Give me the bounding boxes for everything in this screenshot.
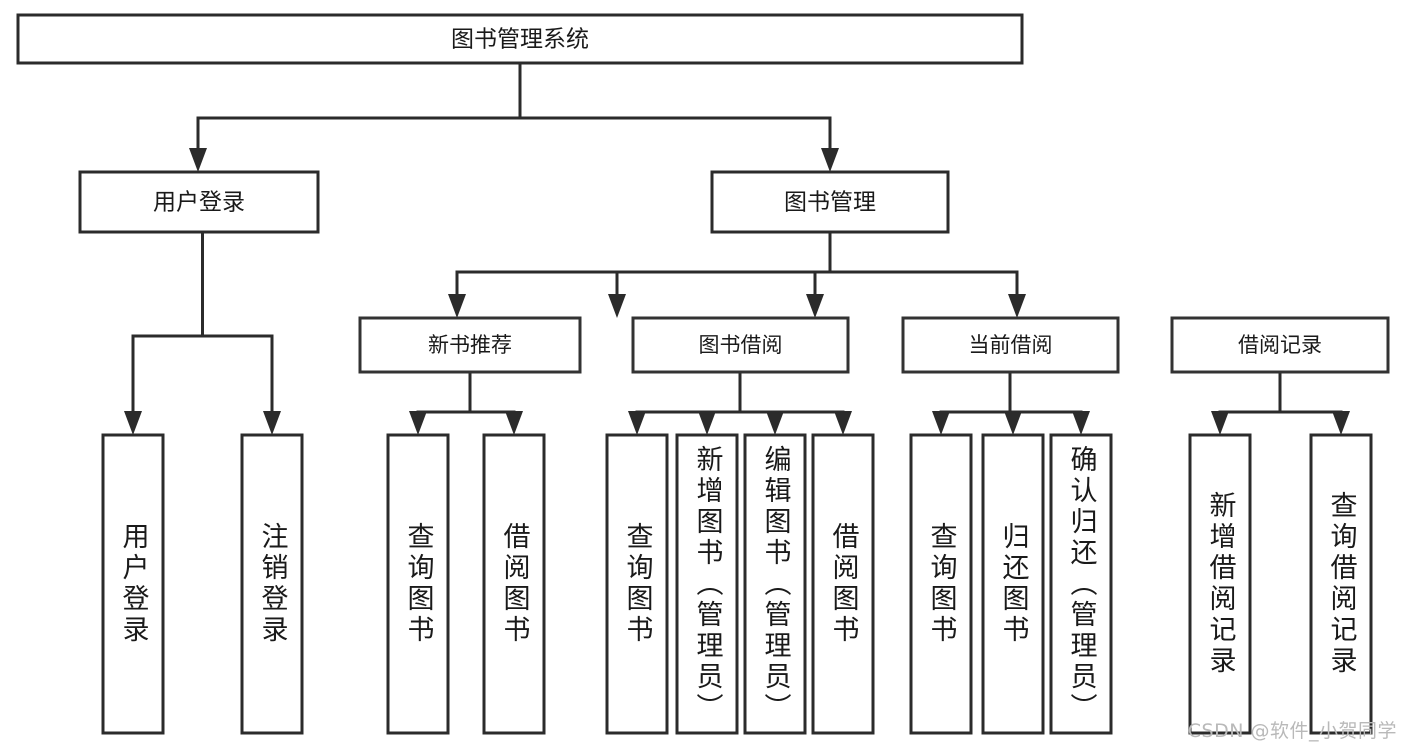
label-book-manage: 图书管理 — [784, 190, 876, 216]
user-login-branch-0-head — [124, 411, 142, 435]
group-1-branch-2-head — [766, 411, 784, 435]
group-2-branch-0-head — [932, 411, 950, 435]
box-leaf-borrow-book-1[interactable] — [482, 433, 546, 735]
book-manage-branch-2-head — [806, 294, 824, 318]
group-1-branch-1-head — [698, 411, 716, 435]
label-book-borrow: 图书借阅 — [699, 333, 783, 357]
box-leaf-borrow-book-2[interactable] — [811, 433, 875, 735]
box-borrow-record[interactable] — [1170, 316, 1390, 374]
group-3-branch-0-head — [1211, 411, 1229, 435]
box-leaf-query-book-3[interactable] — [909, 433, 973, 735]
box-leaf-query-book-1[interactable] — [386, 433, 450, 735]
group-3-branch-1-head — [1332, 411, 1350, 435]
book-manage-branch-3-head — [1008, 294, 1026, 318]
box-leaf-return-book[interactable] — [981, 433, 1045, 735]
label-current-borrow: 当前借阅 — [969, 333, 1053, 357]
connector-layer — [124, 61, 1350, 435]
box-root[interactable] — [16, 13, 1024, 65]
csdn-watermark: CSDN @软件_小贺同学 — [1187, 720, 1397, 742]
label-user-login: 用户登录 — [153, 190, 245, 216]
box-leaf-add-record[interactable] — [1188, 433, 1252, 735]
label-root: 图书管理系统 — [451, 27, 589, 53]
box-leaf-query-record[interactable] — [1309, 433, 1373, 735]
group-0-branch-1-head — [505, 411, 523, 435]
group-1-branch-0-head — [628, 411, 646, 435]
box-leaf-confirm-return[interactable] — [1049, 433, 1113, 735]
box-new-book-recommend[interactable] — [358, 316, 582, 374]
box-leaf-logout[interactable] — [240, 433, 304, 735]
box-leaf-add-book[interactable] — [675, 433, 739, 735]
group-0-branch-0-head — [409, 411, 427, 435]
root-branch-0-head — [189, 148, 207, 172]
box-book-borrow[interactable] — [631, 316, 850, 374]
book-manage-branch-0-head — [448, 294, 466, 318]
box-leaf-query-book-2[interactable] — [605, 433, 669, 735]
box-current-borrow[interactable] — [901, 316, 1120, 374]
box-layer — [16, 13, 1390, 735]
book-manage-branch-1-head — [608, 294, 626, 318]
box-user-login[interactable] — [78, 170, 320, 234]
user-login-branch-1-head — [263, 411, 281, 435]
box-leaf-edit-book[interactable] — [743, 433, 807, 735]
root-branch-1-head — [821, 148, 839, 172]
label-borrow-record: 借阅记录 — [1238, 333, 1322, 357]
group-2-branch-1-head — [1004, 411, 1022, 435]
label-new-book-recommend: 新书推荐 — [428, 333, 512, 357]
box-book-manage[interactable] — [710, 170, 950, 234]
group-2-branch-2-head — [1072, 411, 1090, 435]
group-1-branch-3-head — [834, 411, 852, 435]
box-leaf-user-login[interactable] — [101, 433, 165, 735]
